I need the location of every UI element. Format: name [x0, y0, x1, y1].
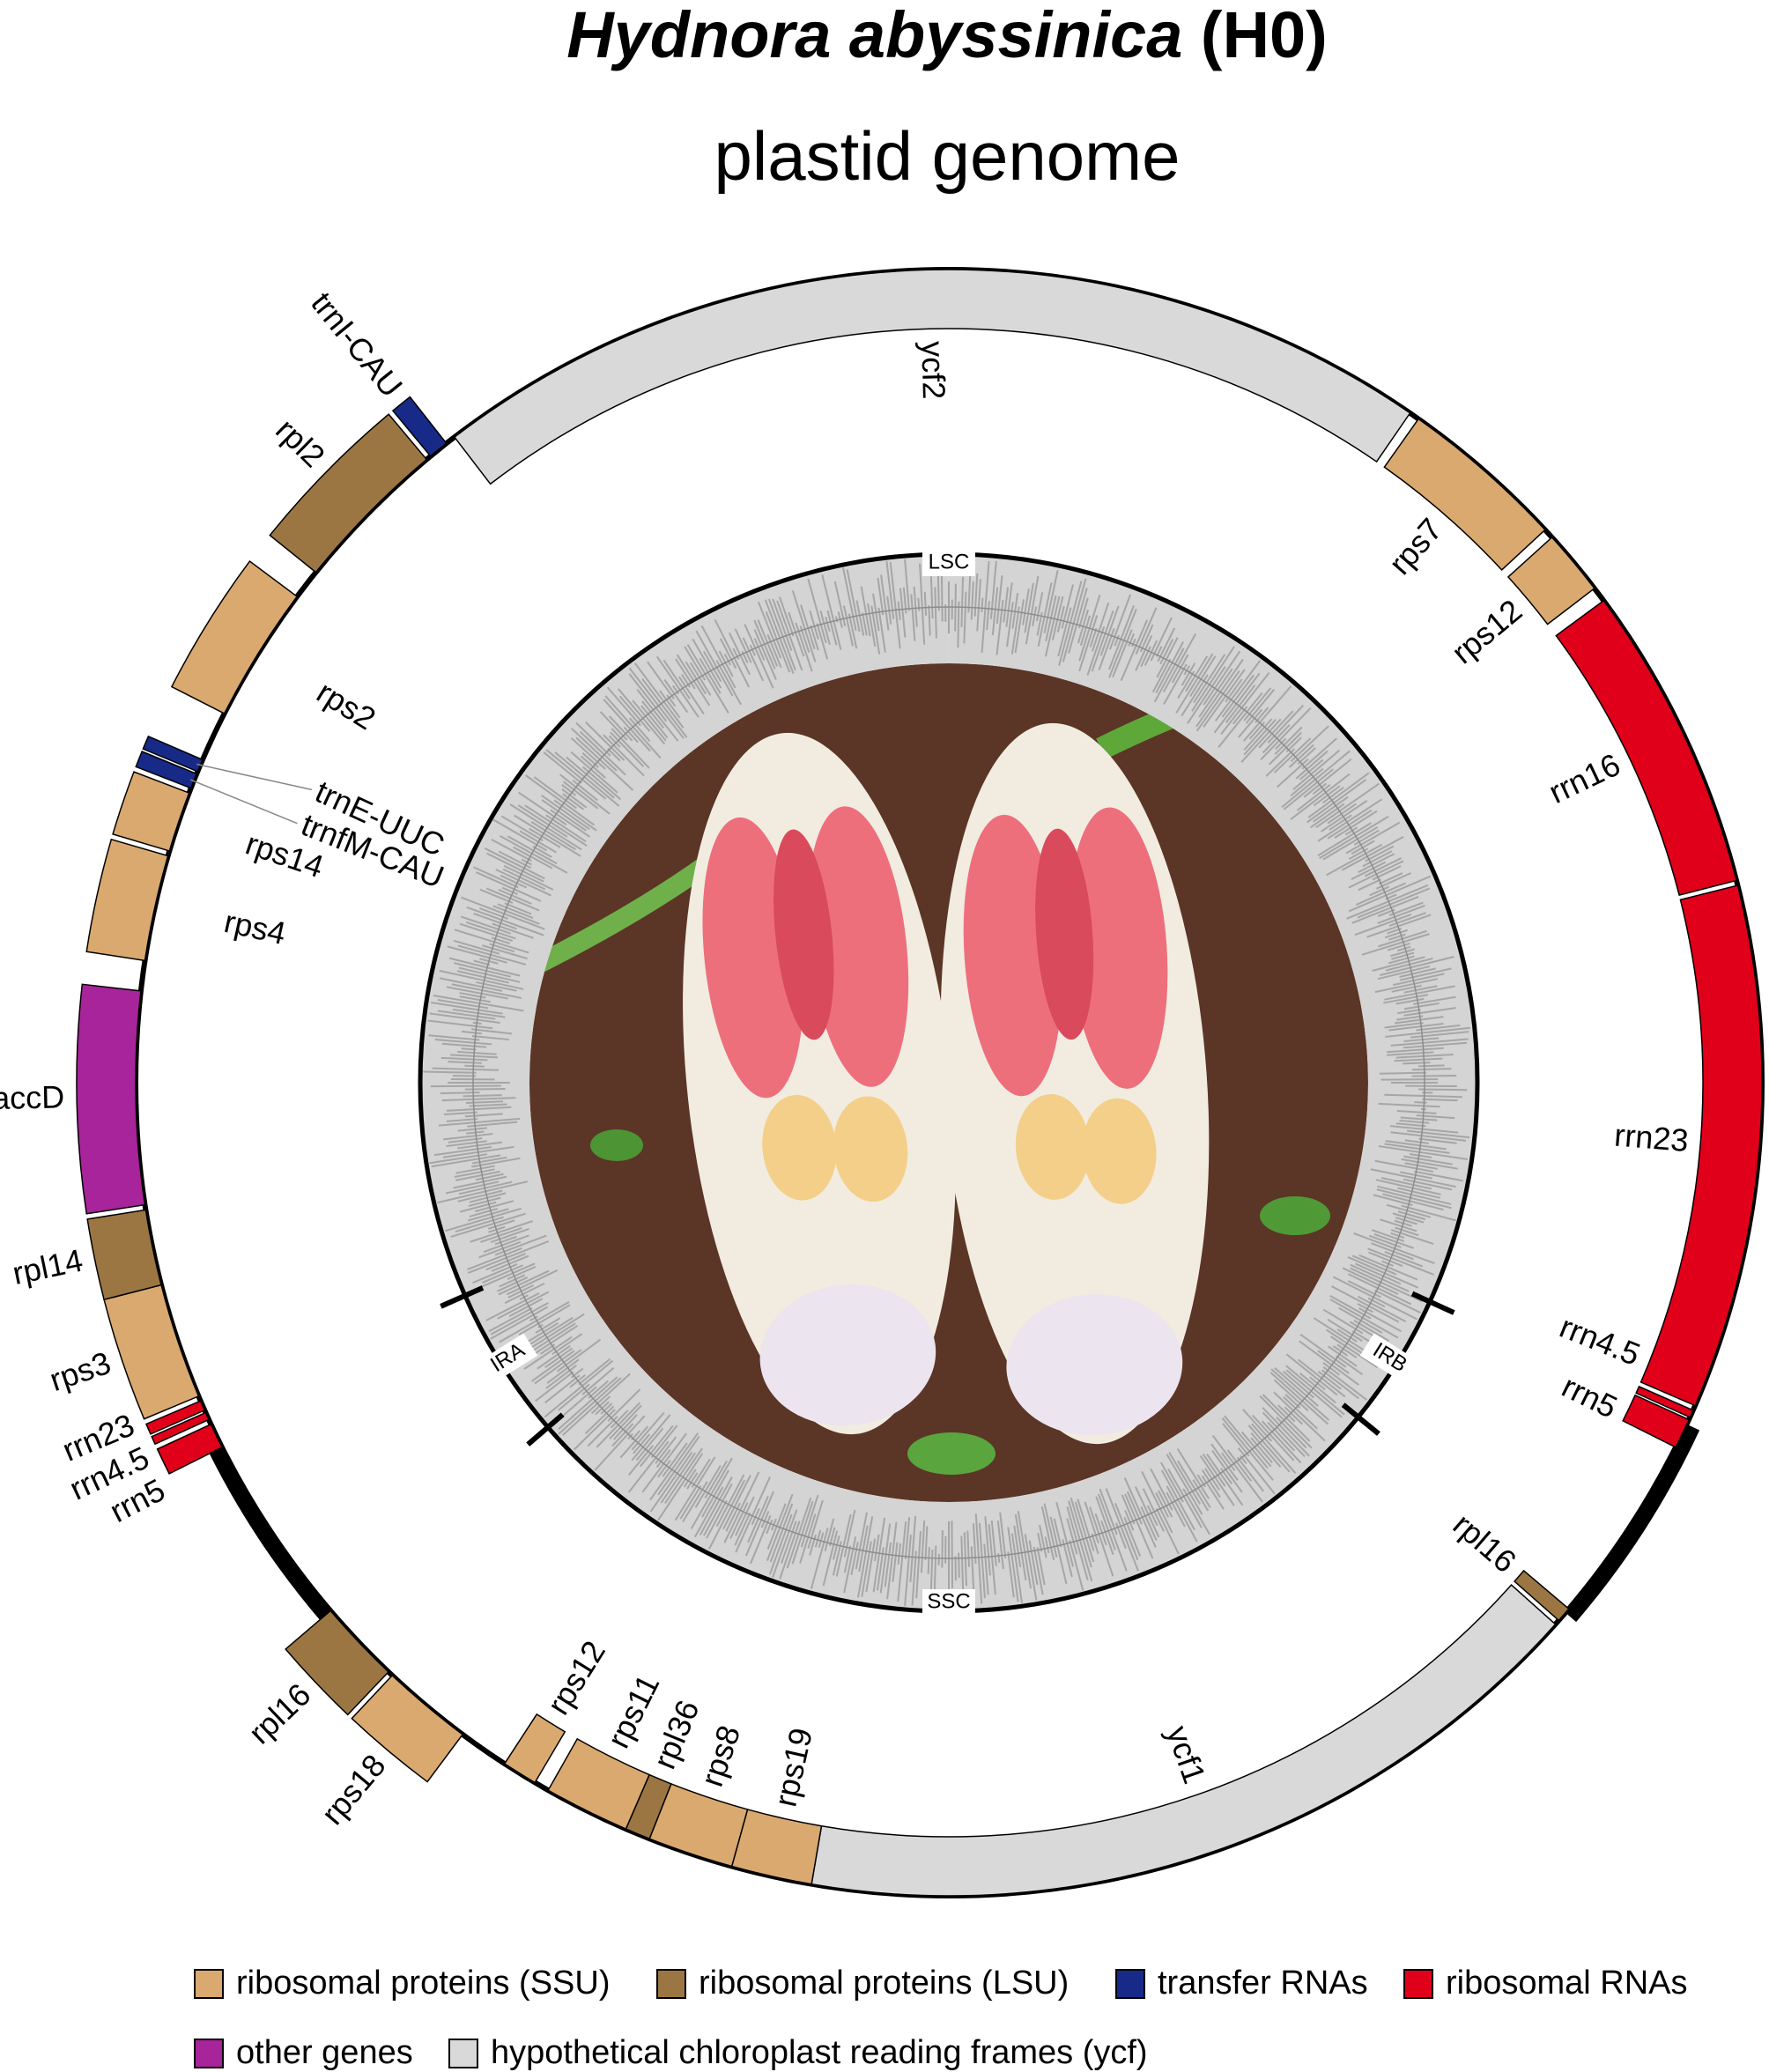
label-leader-line [190, 780, 297, 824]
legend-item-ycf: hypothetical chloroplast reading frames … [448, 2034, 1148, 2072]
gene-label: rrn4.5 [1555, 1308, 1646, 1373]
gene-label: rps8 [693, 1720, 747, 1790]
gene-label: rps4 [221, 903, 289, 951]
gene-label: trnI-CAU [304, 285, 410, 404]
gene-label: ycf2 [914, 341, 952, 400]
gene-rrn16 [1556, 601, 1736, 895]
gene-label: rps7 [1381, 511, 1449, 581]
gc-bar [951, 1521, 952, 1588]
gc-bar [465, 1089, 506, 1090]
legend-label: hypothetical chloroplast reading frames … [491, 2034, 1148, 2072]
legend-item-trna: transfer RNAs [1115, 1965, 1368, 2002]
label-leader-line [196, 765, 311, 790]
gc-bar [1422, 1099, 1457, 1100]
gene-label: rps12 [1445, 592, 1528, 670]
legend-label: ribosomal RNAs [1446, 1965, 1688, 2002]
gene-rrn5 [1623, 1395, 1689, 1447]
region-label-ssc: SSC [922, 1589, 975, 1616]
gc-bar [998, 1553, 999, 1562]
legend-item-ssu: ribosomal proteins (SSU) [194, 1965, 610, 2002]
gc-bar [1418, 1065, 1444, 1066]
gene-label: ycf1 [1159, 1721, 1212, 1788]
gene-rps19 [732, 1809, 822, 1884]
gene-label: rpl16 [241, 1676, 317, 1751]
gc-bar [464, 1066, 484, 1067]
legend-label: ribosomal proteins (LSU) [699, 1965, 1069, 2002]
gene-accd [77, 984, 144, 1213]
legend-swatch-trna [1115, 1969, 1145, 1999]
legend-item-other: other genes [194, 2034, 413, 2072]
gc-bar [1418, 1089, 1467, 1090]
region-label-text: LSC [929, 550, 970, 574]
legend-swatch-ssu [194, 1969, 224, 1999]
legend-label: other genes [236, 2034, 413, 2072]
gene-rps2 [172, 561, 297, 714]
gc-bar [1412, 1076, 1457, 1077]
legend-swatch-other [194, 2039, 224, 2068]
gene-rps3 [104, 1285, 198, 1419]
gene-rps14 [113, 772, 189, 851]
gc-bar [925, 592, 926, 616]
region-label-text: SSC [927, 1589, 970, 1613]
legend-swatch-rrna [1403, 1969, 1433, 1999]
gene-label: rps3 [45, 1344, 115, 1398]
legend-label: ribosomal proteins (SSU) [236, 1965, 610, 2002]
region-label-lsc: LSC [922, 550, 975, 576]
gc-bar [1414, 1102, 1426, 1103]
gene-label: rps19 [766, 1725, 819, 1810]
gene-label: accD [0, 1078, 65, 1116]
gc-bar [942, 568, 943, 621]
gc-bar [423, 1072, 476, 1073]
ir-arc-irb [1570, 1427, 1692, 1617]
legend-swatch-lsu [656, 1969, 686, 1999]
ir-arc-ira [212, 1441, 328, 1617]
gene-label: rrn16 [1543, 746, 1626, 810]
gene-label: rrn23 [1613, 1116, 1690, 1158]
gene-label: rpl2 [269, 411, 332, 474]
legend-item-rrna: ribosomal RNAs [1403, 1965, 1688, 2002]
gc-bar [463, 1095, 502, 1096]
legend-item-lsu: ribosomal proteins (LSU) [656, 1965, 1069, 2002]
gene-label: rps12 [540, 1634, 612, 1720]
gene-label: rpl16 [1447, 1506, 1523, 1580]
gene-label: rps18 [314, 1747, 392, 1831]
legend-swatch-ycf [448, 2039, 478, 2068]
gc-bar [958, 602, 959, 648]
gc-bar [1380, 1073, 1426, 1074]
gene-label: rpl14 [10, 1242, 86, 1291]
gc-bar [431, 1086, 501, 1087]
gene-label: rrn5 [1557, 1368, 1624, 1425]
gc-bar [942, 1530, 943, 1567]
gene-rps4 [86, 840, 167, 961]
gc-bar [981, 598, 982, 612]
gc-bar [1403, 1062, 1430, 1063]
gc-bar [918, 598, 919, 611]
gene-label: rps2 [311, 674, 382, 737]
legend-label: transfer RNAs [1158, 1965, 1368, 2002]
